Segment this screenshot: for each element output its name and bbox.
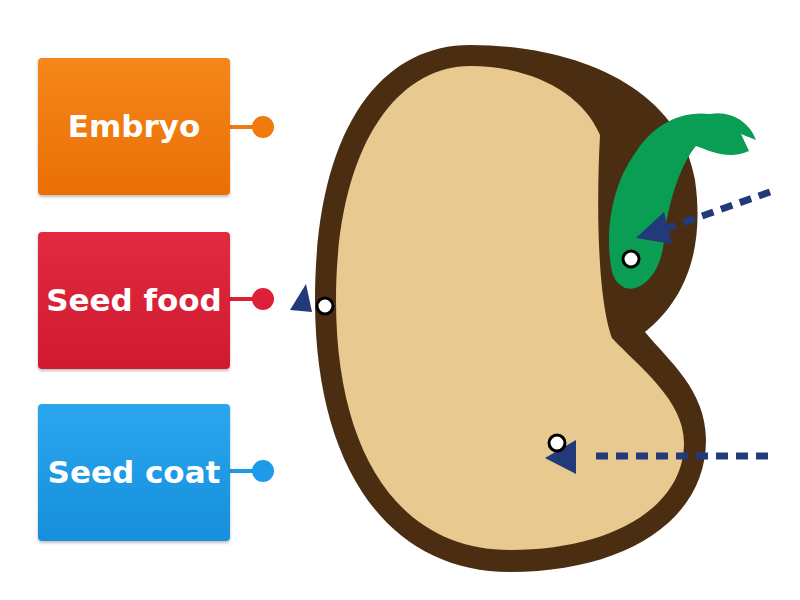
pointer-dot [317, 298, 333, 314]
label-text-group: Seed coat [48, 454, 221, 491]
label-text: Seed food [46, 282, 222, 319]
pointer-line [588, 453, 768, 460]
stub-dot [252, 116, 274, 138]
pointer-head [290, 284, 312, 312]
label-text: Seed coat [48, 454, 221, 491]
label-box: Seed coat [38, 404, 230, 541]
pointer-dot [623, 251, 639, 267]
label-box: Seed food [38, 232, 230, 369]
label-box: Embryo [38, 58, 230, 195]
pointer-dot [549, 435, 565, 451]
label-text: Embryo [68, 108, 200, 145]
pointer-head [636, 212, 672, 244]
label-text-group: Seed food [46, 282, 222, 319]
stub-dot [252, 460, 274, 482]
pointer-line [668, 192, 770, 228]
embryo-shape [609, 113, 756, 288]
stub-dot [252, 288, 274, 310]
seed-food-shape [336, 66, 684, 550]
seed-coat-shape [315, 45, 706, 572]
label-text-group: Embryo [68, 108, 200, 145]
